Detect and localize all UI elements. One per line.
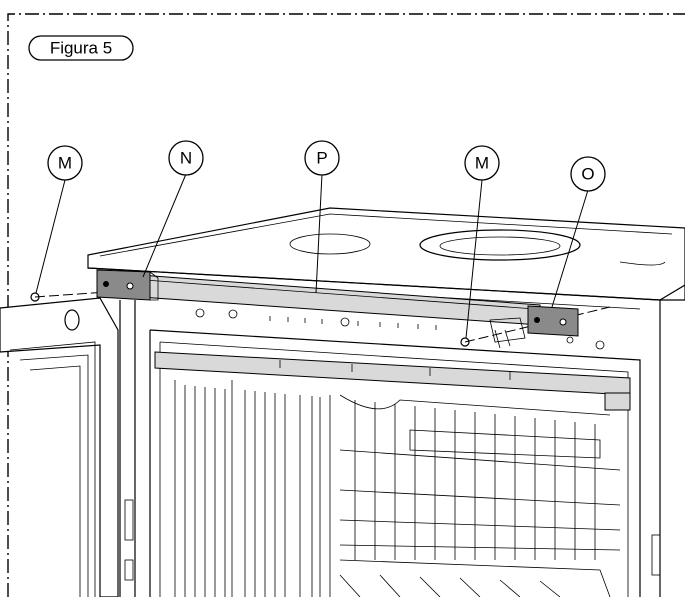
figure-title-badge: Figura 5 [28,35,134,61]
svg-text:M: M [58,154,72,173]
rail-holes [195,308,605,350]
stove-body [87,207,685,597]
screw-m-right [460,337,470,347]
firebox-flutes [184,385,321,597]
svg-text:O: O [581,165,594,184]
bracket-n [96,269,159,301]
svg-text:P: P [316,149,327,168]
callout-m-left: M [35,145,83,294]
callout-p: P [304,140,340,294]
callout-n: N [142,140,204,278]
open-door [0,297,119,597]
screw-m-left [30,292,40,302]
callout-m-right: M [464,145,500,339]
svg-text:M: M [475,154,489,173]
frame-border [7,13,685,597]
axis-line-left [34,289,136,298]
heat-exchanger [339,394,621,597]
figure-title: Figura 5 [50,39,112,58]
callout-o: O [551,156,606,308]
svg-text:N: N [180,149,192,168]
bracket-o [489,305,579,349]
